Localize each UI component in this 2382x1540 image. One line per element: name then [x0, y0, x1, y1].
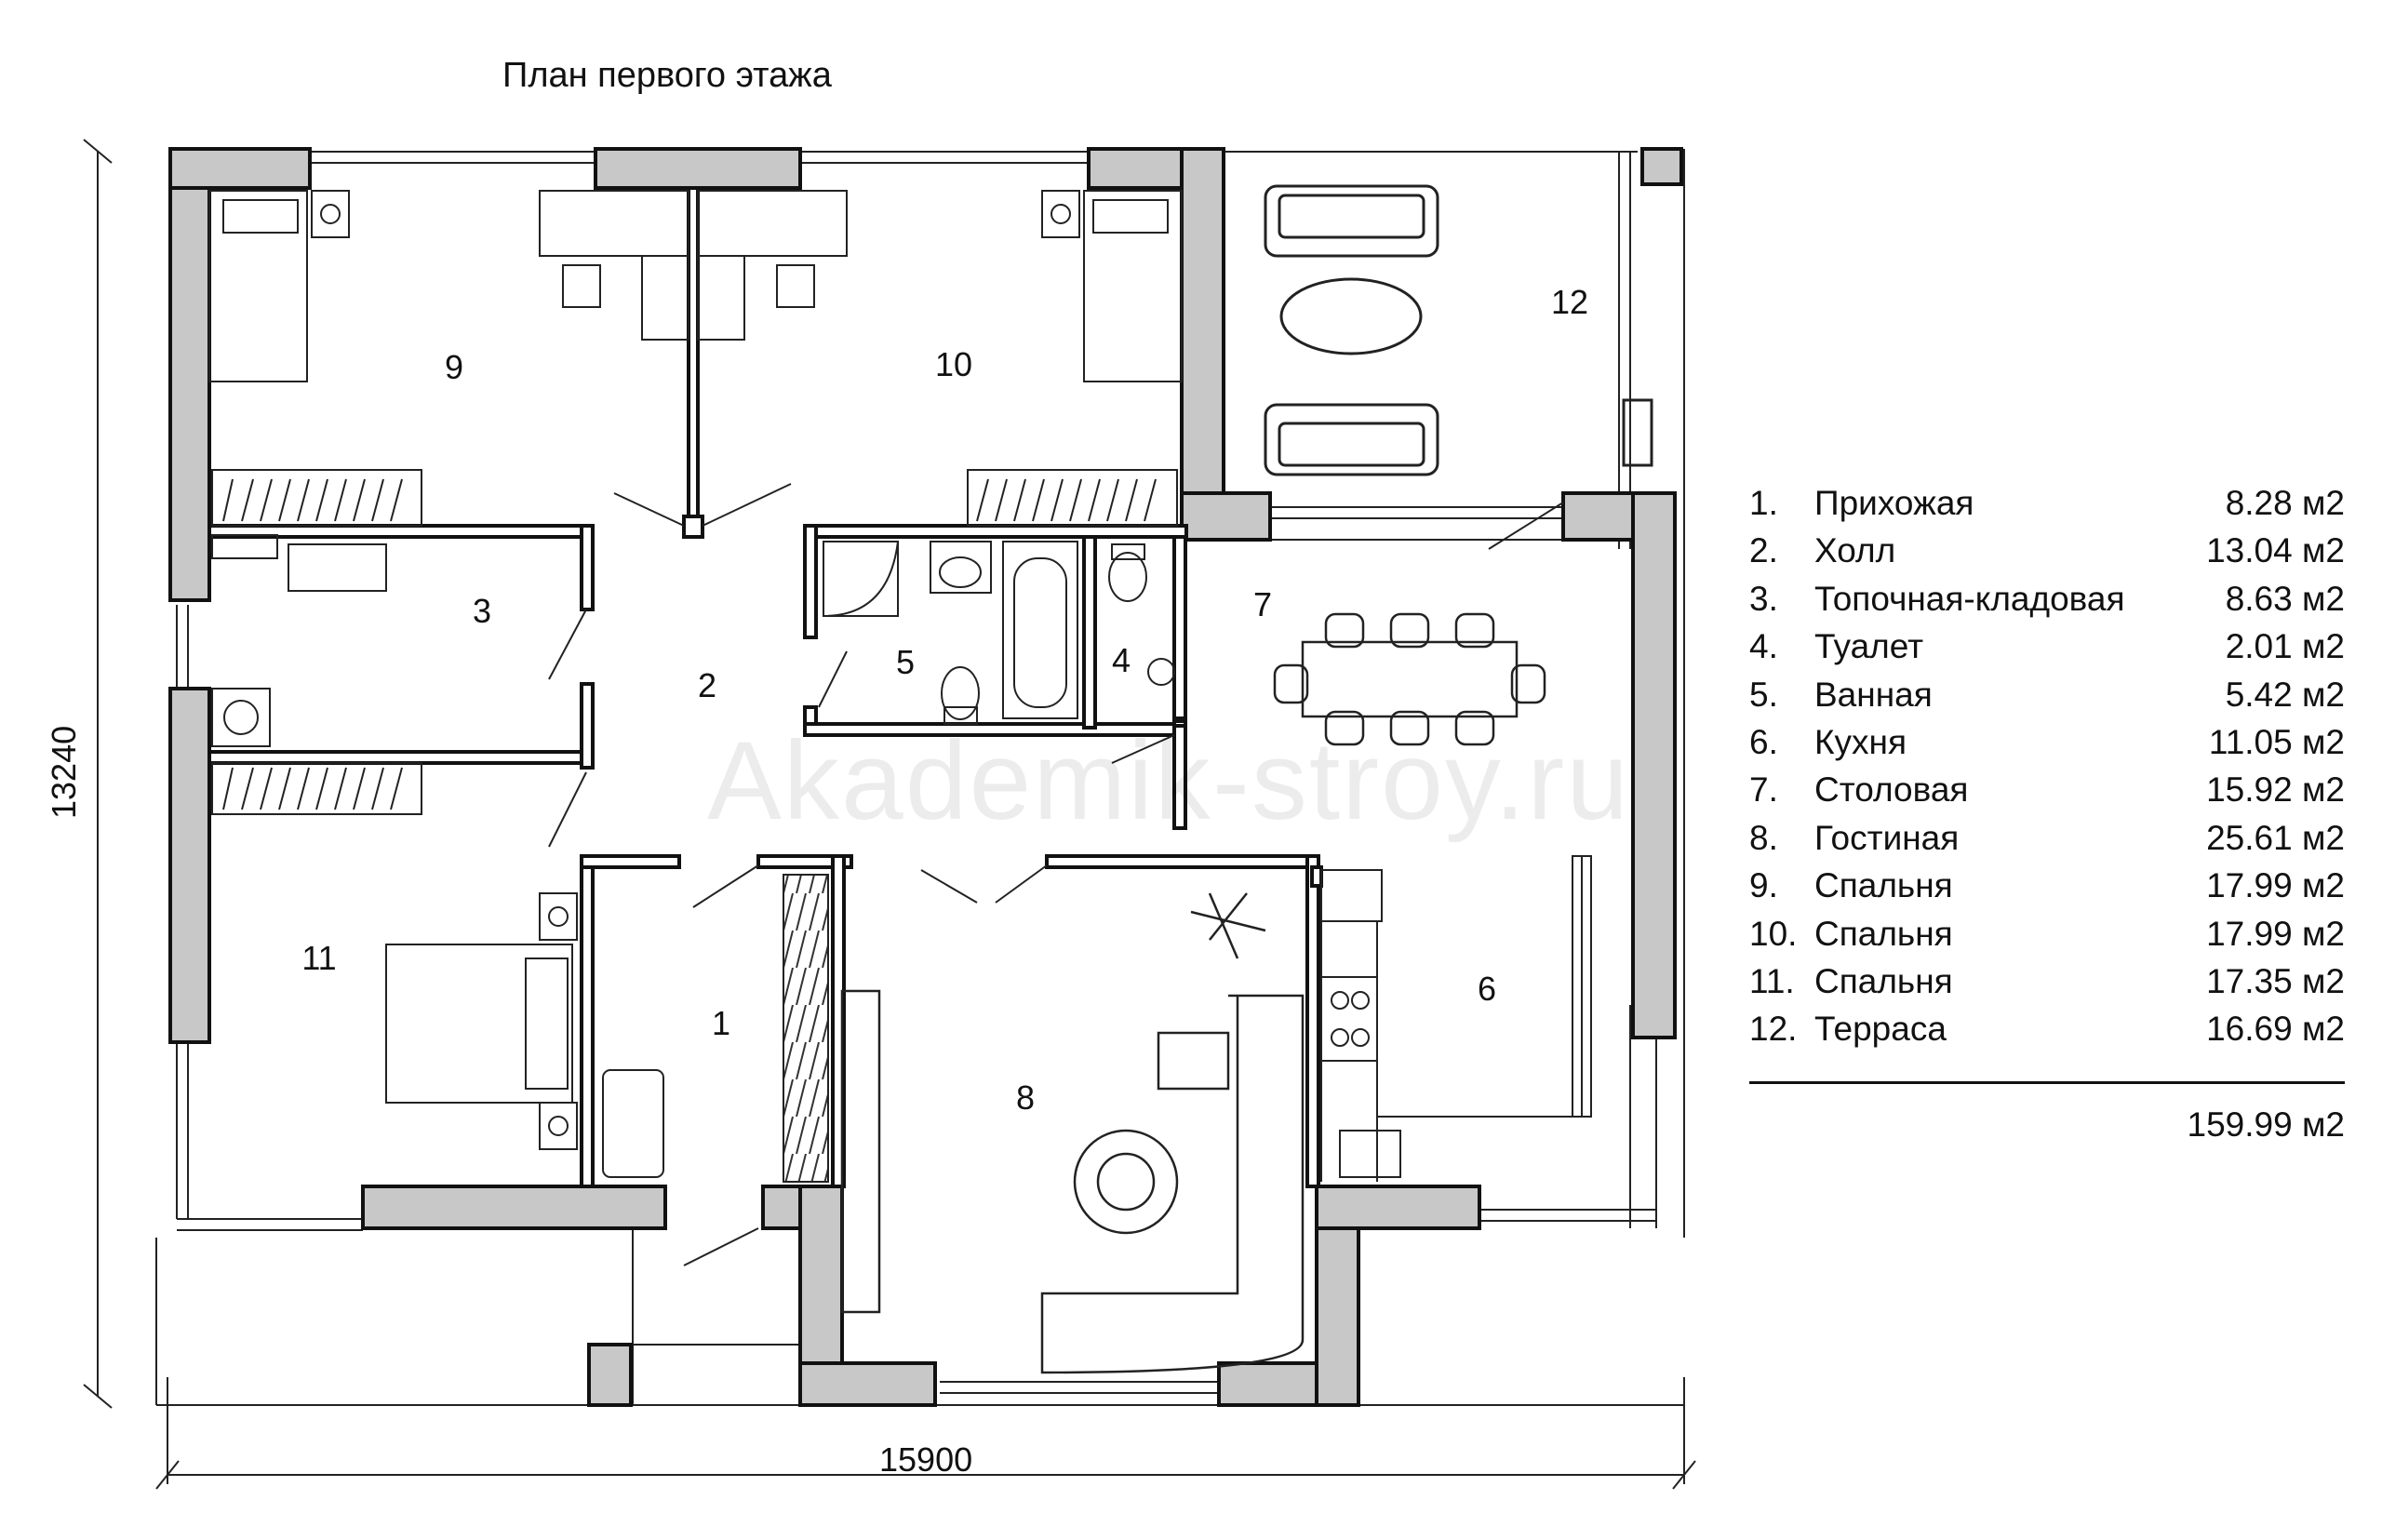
legend-room-name: Кухня: [1814, 722, 1907, 761]
legend-room-name: Спальня: [1814, 914, 1953, 953]
legend-number: 7.: [1749, 770, 1778, 810]
room-label-7: 7: [1252, 585, 1273, 623]
storage-furniture: [211, 688, 422, 815]
legend-row: 9. Спальня 17.99 м2: [1749, 866, 2345, 914]
legend-area: 13.04 м2: [2206, 531, 2345, 570]
height-dimension: 13240: [45, 725, 83, 819]
legend-row: 8. Гостиная 25.61 м2: [1749, 819, 2345, 866]
legend-number: 2.: [1749, 531, 1778, 570]
legend-number: 3.: [1749, 579, 1778, 618]
legend-row: 7. Столовая 15.92 м2: [1749, 770, 2345, 818]
legend-number: 10.: [1749, 914, 1798, 953]
living-furniture: [840, 892, 1305, 1374]
room-label-8: 8: [1015, 1078, 1036, 1117]
legend-room-name: Столовая: [1814, 770, 1969, 810]
legend-number: 6.: [1749, 722, 1778, 761]
legend-area: 8.63 м2: [2225, 579, 2345, 618]
legend-row: 4. Туалет 2.01 м2: [1749, 627, 2345, 675]
legend-area: 2.01 м2: [2225, 627, 2345, 666]
legend-row: 10. Спальня 17.99 м2: [1749, 915, 2345, 962]
legend-number: 12.: [1749, 1010, 1798, 1049]
legend-room-name: Прихожая: [1814, 484, 1974, 522]
legend-row: 6. Кухня 11.05 м2: [1749, 723, 2345, 770]
terrace-furniture: [1264, 184, 1653, 476]
room-label-2: 2: [697, 666, 717, 704]
room-label-4: 4: [1111, 641, 1131, 679]
legend-number: 5.: [1749, 675, 1778, 714]
dining-furniture: [1273, 612, 1546, 746]
legend-area: 25.61 м2: [2206, 818, 2345, 857]
legend-number: 11.: [1749, 961, 1795, 1000]
entrance-closet: [783, 874, 829, 1183]
room-label-6: 6: [1477, 970, 1497, 1008]
legend-total-area: 159.99 м2: [2187, 1105, 2345, 1144]
room-label-3: 3: [472, 592, 492, 630]
dimension-lines: [83, 139, 1696, 1490]
legend-divider: [1749, 1081, 2345, 1084]
legend-number: 8.: [1749, 818, 1778, 857]
partitions: [207, 186, 1323, 1188]
room-label-5: 5: [895, 643, 916, 681]
legend-number: 1.: [1749, 484, 1778, 522]
room-label-1: 1: [711, 1004, 731, 1042]
legend-area: 16.69 м2: [2206, 1010, 2345, 1049]
legend-room-name: Топочная-кладовая: [1814, 579, 2125, 618]
bedroom-9-furniture: [208, 190, 689, 592]
legend-room-name: Гостиная: [1814, 818, 1960, 857]
legend-area: 17.99 м2: [2206, 914, 2345, 953]
watermark: Akademik-stroy.ru: [707, 718, 1631, 843]
door-swings: [548, 483, 1564, 1266]
room-label-11: 11: [301, 939, 337, 977]
legend-number: 9.: [1749, 866, 1778, 905]
walls: [168, 147, 1683, 1407]
legend-row: 3. Топочная-кладовая 8.63 м2: [1749, 580, 2345, 627]
room-label-12: 12: [1550, 283, 1589, 321]
legend-area: 5.42 м2: [2225, 675, 2345, 714]
legend-room-name: Туалет: [1814, 627, 1924, 666]
room-label-9: 9: [444, 348, 464, 386]
kitchen-furniture: [1320, 855, 1592, 1182]
room-label-10: 10: [934, 345, 973, 383]
bedroom-11-furniture: [385, 892, 664, 1178]
bathroom-fixtures: [823, 541, 1175, 725]
legend-area: 8.28 м2: [2225, 484, 2345, 522]
legend-area: 17.35 м2: [2206, 961, 2345, 1000]
plan-title: План первого этажа: [502, 56, 832, 95]
legend-room-name: Ванная: [1814, 675, 1933, 714]
legend-row: 11. Спальня 17.35 м2: [1749, 962, 2345, 1010]
legend-row: 2. Холл 13.04 м2: [1749, 531, 2345, 579]
legend-room-name: Терраса: [1814, 1010, 1947, 1049]
legend-room-name: Холл: [1814, 531, 1896, 570]
legend-room-name: Спальня: [1814, 866, 1953, 905]
legend-number: 4.: [1749, 627, 1778, 666]
legend-room-name: Спальня: [1814, 961, 1953, 1000]
room-legend: 1. Прихожая 8.28 м2 2. Холл 13.04 м2 3. Топоч…: [1749, 484, 2345, 1058]
legend-row: 5. Ванная 5.42 м2: [1749, 676, 2345, 723]
legend-area: 17.99 м2: [2206, 866, 2345, 905]
legend-row: 1. Прихожая 8.28 м2: [1749, 484, 2345, 531]
legend-area: 11.05 м2: [2208, 722, 2345, 761]
width-dimension: 15900: [879, 1440, 973, 1479]
legend-area: 15.92 м2: [2206, 770, 2345, 810]
legend-row: 12. Терраса 16.69 м2: [1749, 1010, 2345, 1057]
bedroom-10-furniture: [697, 190, 1183, 527]
